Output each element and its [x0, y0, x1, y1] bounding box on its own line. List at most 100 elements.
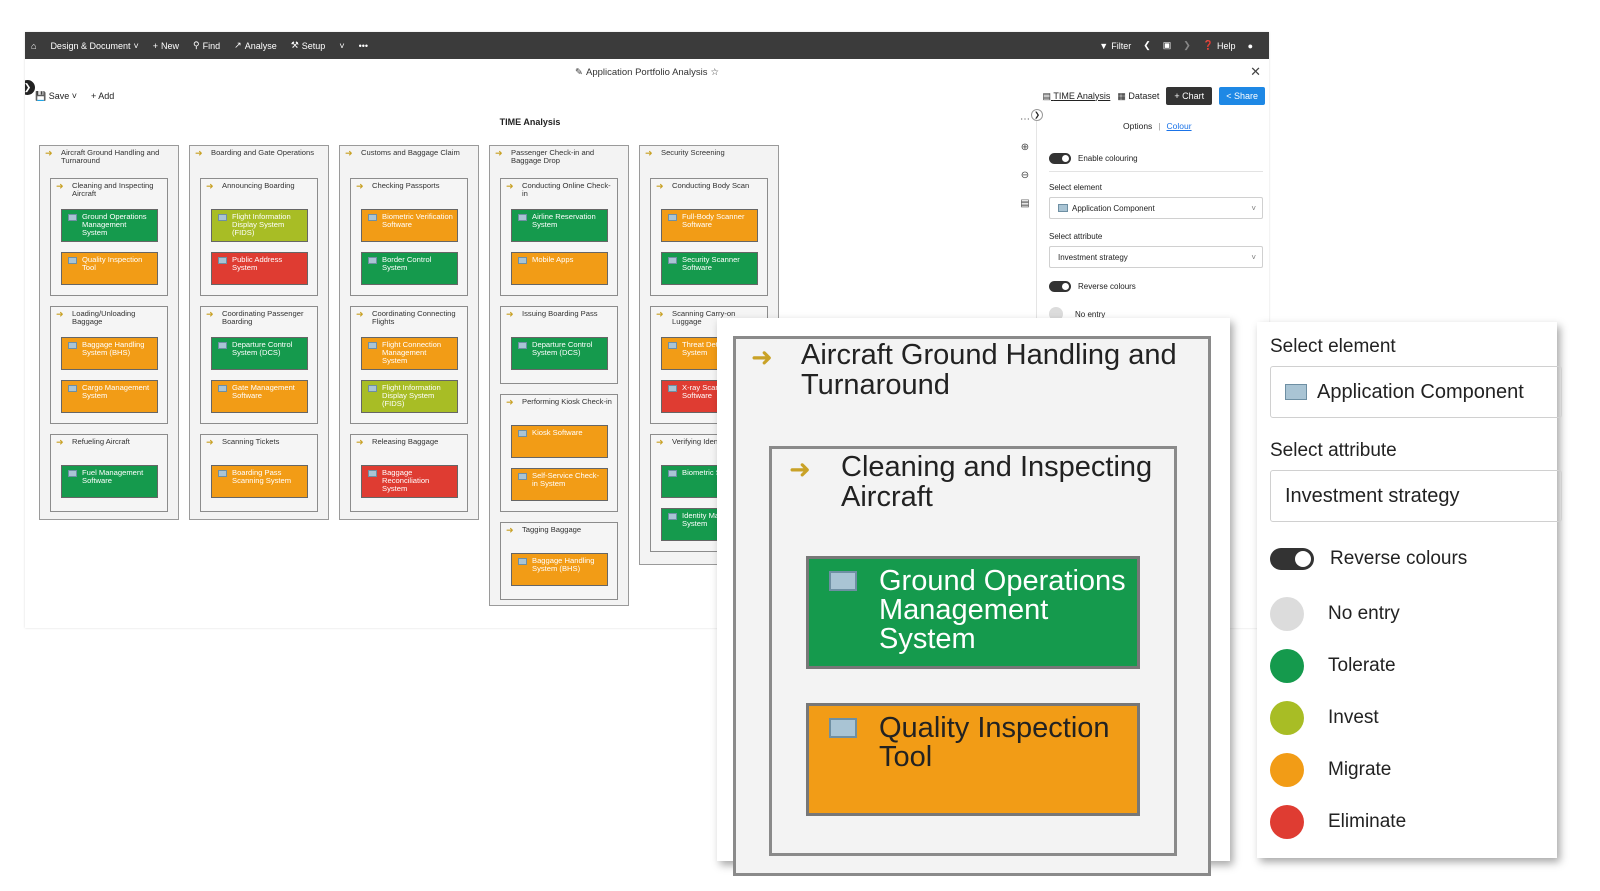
application-component[interactable]: Flight Information Display System (FIDS) [361, 380, 458, 413]
more-chevron-icon[interactable]: ˅ [339, 40, 345, 51]
time-analysis-tab[interactable]: ▤ TIME Analysis [1042, 91, 1110, 102]
add-button[interactable]: + Add [91, 91, 115, 101]
tab-options[interactable]: Options [1123, 121, 1153, 131]
application-component[interactable]: Gate Management Software [211, 380, 308, 413]
filter-button[interactable]: ▼Filter [1099, 41, 1131, 51]
zoom-in-icon[interactable]: ⊕ [1020, 142, 1030, 153]
zoom-component-ground-operations[interactable]: Ground Operations Management System [806, 556, 1140, 669]
arrow-right-icon: ➜ [356, 181, 364, 191]
share-button[interactable]: < Share [1219, 87, 1265, 105]
application-component[interactable]: Flight Information Display System (FIDS) [211, 209, 308, 242]
design-document-menu[interactable]: Design & Document˅ [50, 41, 138, 51]
application-component[interactable]: Boarding Pass Scanning System [211, 465, 308, 498]
application-component[interactable]: Baggage Reconciliation System [361, 465, 458, 498]
select-attribute-dropdown[interactable]: Investment strategy ˅ [1049, 246, 1263, 268]
application-component[interactable]: Full-Body Scanner Software [661, 209, 758, 242]
forward-icon[interactable]: ❯ [1183, 40, 1191, 50]
document-icon: ▤ [1042, 90, 1051, 101]
collapse-panel-icon[interactable]: ❯ [1031, 109, 1043, 121]
reverse-colours-toggle[interactable] [1049, 281, 1071, 292]
application-component[interactable]: Biometric Verification Software [361, 209, 458, 242]
column-1: ➜Boarding and Gate Operations➜Announcing… [189, 145, 329, 520]
search-icon: ⚲ [193, 40, 200, 50]
application-component[interactable]: Public Address System [211, 252, 308, 285]
dataset-tab[interactable]: ▦ Dataset [1117, 91, 1159, 102]
setup-button[interactable]: ⚒Setup [291, 40, 326, 51]
application-component[interactable]: Cargo Management System [61, 380, 158, 413]
help-button[interactable]: ❓Help [1203, 40, 1236, 51]
window-icon[interactable]: ▣ [1162, 40, 1172, 50]
export-icon[interactable]: ▤ [1020, 198, 1030, 209]
group-title-text: Coordinating Connecting Flights [372, 309, 456, 326]
analyse-button[interactable]: ↗Analyse [234, 40, 277, 51]
legend-reverse-colours-toggle[interactable] [1270, 548, 1314, 570]
toolbar: 💾 Save ˅ + Add ▤ TIME Analysis ▦ Dataset… [25, 87, 1269, 109]
legend-select-attribute-dropdown[interactable]: Investment strategy [1270, 470, 1562, 522]
group-title-text: Releasing Baggage [372, 437, 439, 446]
application-component[interactable]: Kiosk Software [511, 425, 608, 458]
application-component[interactable]: Border Control System [361, 252, 458, 285]
application-component[interactable]: Departure Control System (DCS) [511, 337, 608, 370]
zoom-out-icon[interactable]: ⊖ [1020, 170, 1030, 181]
more-dots-icon[interactable]: ⋯ [1020, 114, 1030, 125]
select-attribute-label: Select attribute [1049, 232, 1103, 241]
application-component[interactable]: Quality Inspection Tool [61, 252, 158, 285]
share-icon: < [1226, 91, 1232, 101]
reverse-colours-label: Reverse colours [1078, 282, 1136, 291]
arrow-right-icon: ➜ [645, 148, 653, 158]
tab-separator: | [1158, 121, 1161, 131]
save-button[interactable]: 💾 Save ˅ [35, 91, 77, 102]
application-component[interactable]: Self-Service Check-in System [511, 468, 608, 501]
group-title: ➜Scanning Tickets [201, 438, 315, 447]
new-button[interactable]: +New [153, 41, 179, 51]
chevron-down-icon: ˅ [1251, 204, 1256, 213]
component-icon [68, 214, 77, 221]
legend-select-element-dropdown[interactable]: Application Component [1270, 366, 1562, 418]
expand-sidebar-icon[interactable]: ❯ [25, 80, 35, 95]
setup-label: Setup [301, 40, 326, 51]
close-icon[interactable]: ✕ [1250, 64, 1261, 79]
application-component[interactable]: Departure Control System (DCS) [211, 337, 308, 370]
application-component[interactable]: Ground Operations Management System [61, 209, 158, 242]
enable-colouring-toggle[interactable] [1049, 153, 1071, 164]
home-icon[interactable]: ⌂ [31, 40, 37, 51]
select-element-dropdown[interactable]: Application Component ˅ [1049, 197, 1263, 219]
component-icon [368, 214, 377, 221]
analyse-label: Analyse [244, 40, 277, 51]
tab-colour[interactable]: Colour [1166, 121, 1192, 131]
component-label: Flight Information Display System (FIDS) [232, 212, 291, 237]
application-component[interactable]: Baggage Handling System (BHS) [511, 553, 608, 586]
more-dots-icon[interactable]: ••• [358, 40, 369, 51]
application-component[interactable]: Fuel Management Software [61, 465, 158, 498]
application-component[interactable]: Security Scanner Software [661, 252, 758, 285]
find-button[interactable]: ⚲Find [193, 40, 220, 51]
arrow-right-icon: ➜ [506, 181, 514, 191]
group-title-text: Issuing Boarding Pass [522, 309, 598, 318]
back-icon[interactable]: ❮ [1143, 40, 1151, 50]
component-label: Quality Inspection Tool [82, 255, 143, 272]
application-component[interactable]: Baggage Handling System (BHS) [61, 337, 158, 370]
column-title-text: Passenger Check-in and Baggage Drop [511, 148, 595, 165]
star-icon[interactable]: ☆ [710, 66, 719, 78]
application-component[interactable]: Mobile Apps [511, 252, 608, 285]
application-component[interactable]: Airline Reservation System [511, 209, 608, 242]
chart-button[interactable]: + Chart [1166, 87, 1213, 105]
user-icon[interactable]: ● [1247, 40, 1253, 51]
group-title-text: Scanning Carry-on Luggage [672, 309, 736, 326]
application-component[interactable]: Flight Connection Management System [361, 337, 458, 370]
zoom-component-quality-inspection[interactable]: Quality Inspection Tool [806, 703, 1140, 816]
